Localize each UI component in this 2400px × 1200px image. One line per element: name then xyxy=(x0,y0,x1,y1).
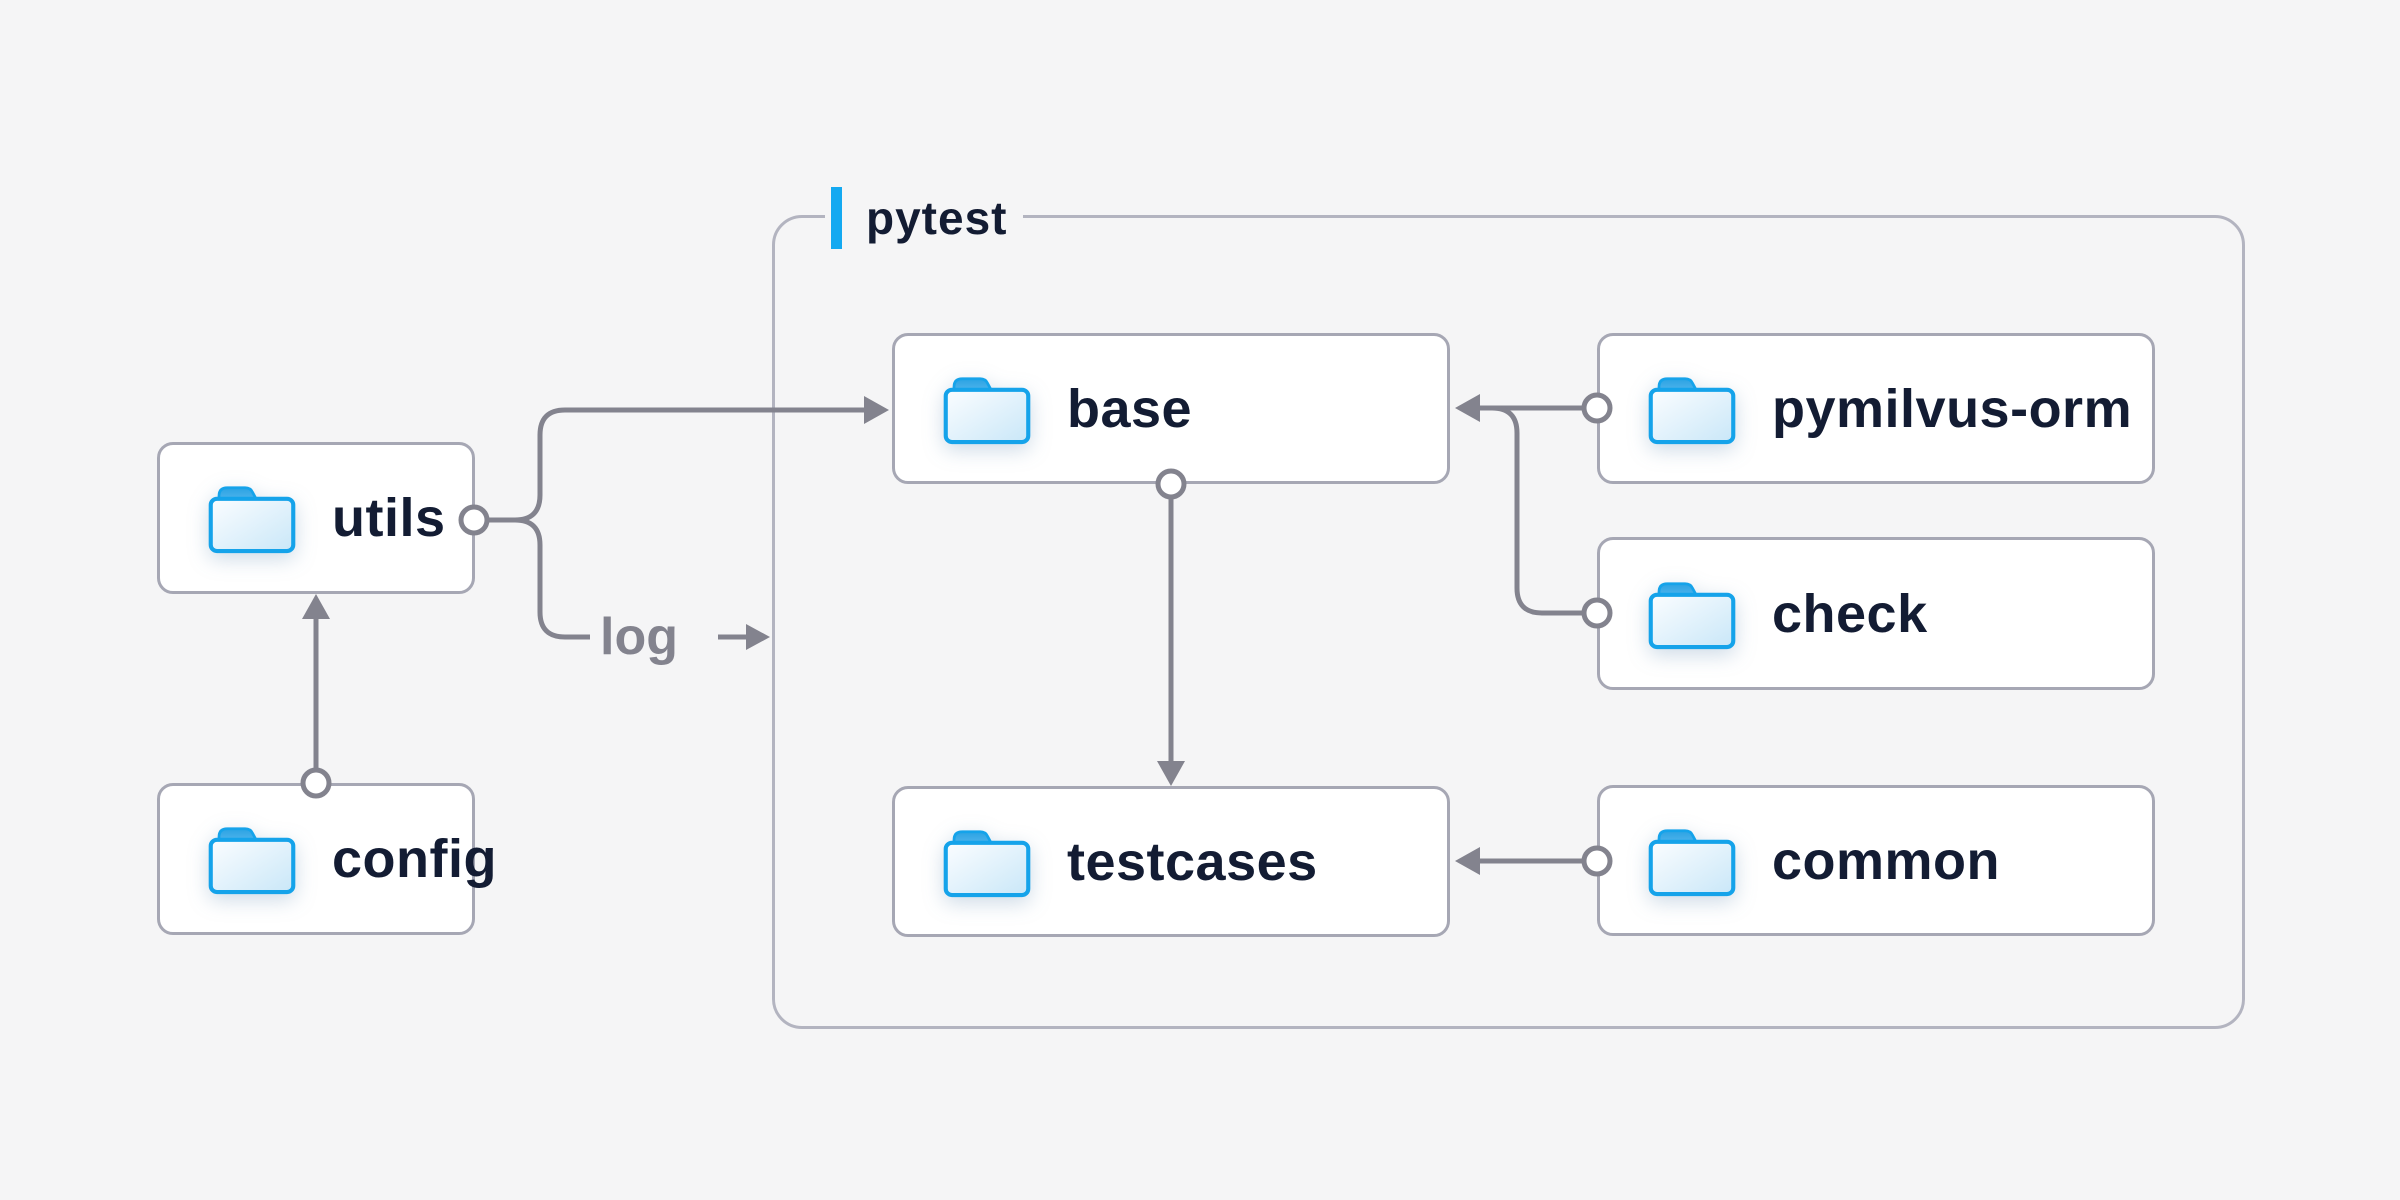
node-base: base xyxy=(892,333,1450,484)
node-pymilvus-orm-label: pymilvus-orm xyxy=(1772,378,2133,439)
pytest-group-label: pytest xyxy=(825,185,1024,251)
accent-bar xyxy=(831,187,842,249)
folder-icon xyxy=(1648,825,1736,897)
arrowhead xyxy=(302,594,330,619)
group-title: pytest xyxy=(866,192,1008,244)
node-common: common xyxy=(1597,785,2155,936)
folder-icon xyxy=(943,826,1031,898)
node-pymilvus-orm: pymilvus-orm xyxy=(1597,333,2155,484)
node-common-label: common xyxy=(1772,830,2001,891)
pytest-group: pytest xyxy=(772,185,2245,1029)
folder-icon xyxy=(943,373,1031,445)
folder-icon xyxy=(208,823,296,895)
node-testcases: testcases xyxy=(892,786,1450,937)
arrowhead xyxy=(746,624,770,650)
folder-icon xyxy=(208,482,296,554)
node-config: config xyxy=(157,783,496,935)
node-config-label: config xyxy=(332,829,497,889)
folder-icon xyxy=(1648,373,1736,445)
folder-icon xyxy=(1648,578,1736,650)
node-testcases-label: testcases xyxy=(1067,831,1318,892)
node-base-label: base xyxy=(1067,378,1193,439)
node-check-label: check xyxy=(1772,583,1928,644)
node-utils-label: utils xyxy=(332,488,446,548)
node-check: check xyxy=(1597,537,2155,690)
edge-label-log: log xyxy=(600,608,678,666)
edge-config-utils xyxy=(300,594,332,799)
node-utils: utils xyxy=(157,442,475,594)
